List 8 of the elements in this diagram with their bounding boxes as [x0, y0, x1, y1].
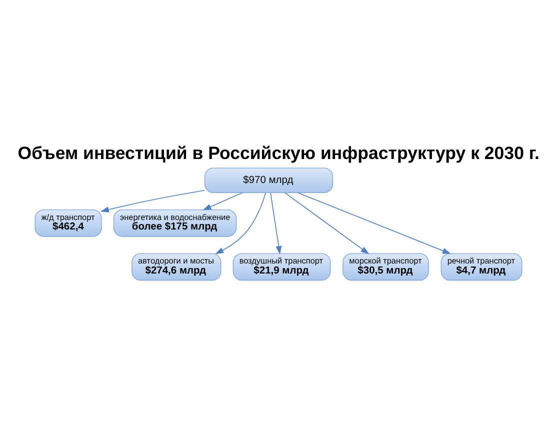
- node-box: $970 млрд: [204, 167, 334, 193]
- arrow: [284, 192, 370, 254]
- arrow: [270, 192, 282, 254]
- arrow: [100, 189, 206, 212]
- arrow: [297, 192, 451, 254]
- arrow: [202, 192, 243, 210]
- arrow: [215, 192, 266, 254]
- diagram-title: Объем инвестиций в Российскую инфраструктуру к 2030 г.: [18, 142, 540, 163]
